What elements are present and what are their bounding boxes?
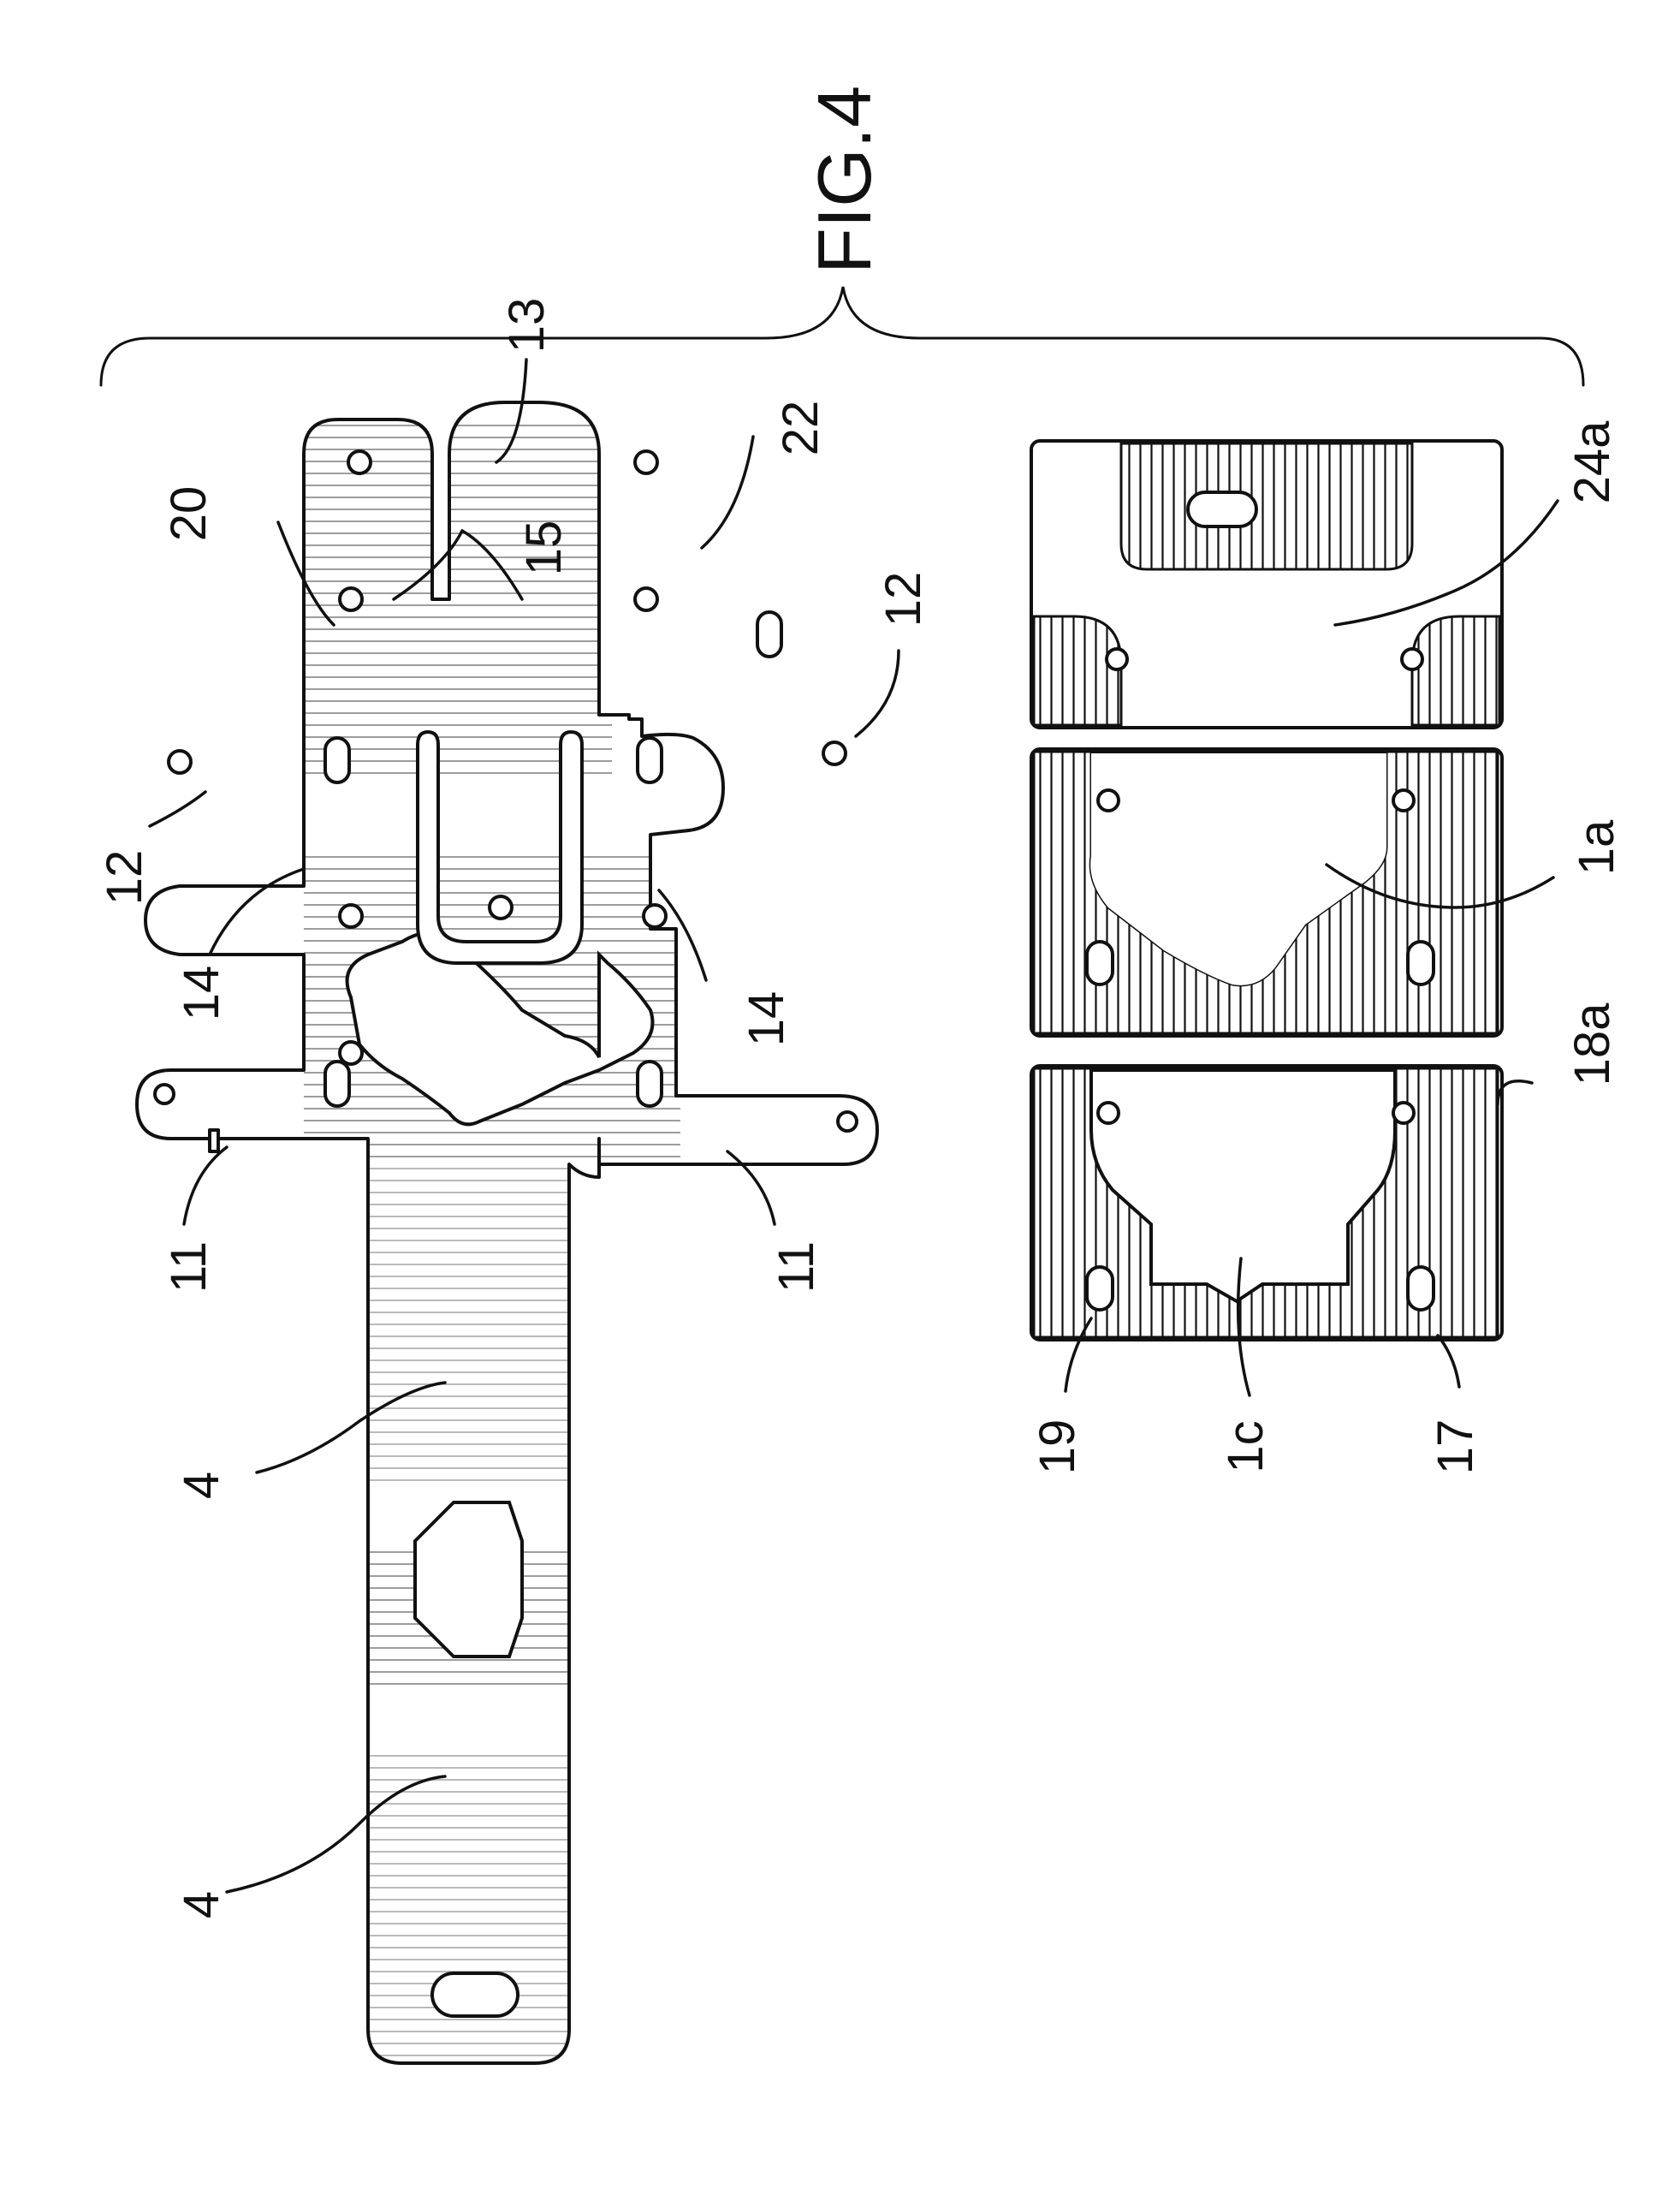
slot-hole (1087, 942, 1113, 985)
horizontal-hatching (304, 419, 680, 2063)
hexagonal-cutout (415, 1502, 522, 1657)
part-1a (1031, 749, 1502, 1036)
ref-15: 15 (516, 521, 572, 576)
part-24a-hatch-top (1121, 443, 1412, 569)
hole (1098, 1103, 1119, 1123)
ref-4-upper: 4 (174, 1472, 229, 1499)
leader-22 (702, 437, 753, 548)
part-1c (1031, 1066, 1502, 1340)
slot-hole (638, 1062, 662, 1106)
leader-12b (856, 651, 899, 736)
leader-12a (150, 792, 205, 826)
ref-4-lower: 4 (174, 1891, 229, 1918)
ref-12-left: 12 (97, 850, 152, 906)
ref-1a: 1a (1569, 819, 1624, 875)
slot-hole (638, 738, 662, 782)
dicing-cut-left (210, 1130, 218, 1151)
hole (1393, 1103, 1414, 1123)
hole (1402, 649, 1422, 669)
part-24a-hatch-left (1034, 616, 1121, 725)
slot-hole (757, 612, 781, 657)
hole (155, 1085, 174, 1103)
hole (490, 896, 512, 919)
hole (644, 905, 666, 927)
slot-hole (1087, 1267, 1113, 1310)
slot-hole (1408, 1267, 1434, 1310)
leader-11a (184, 1147, 227, 1224)
ref-18a: 18a (1564, 1002, 1620, 1086)
hole (838, 1112, 857, 1131)
grouping-brace (101, 287, 1583, 385)
ref-12-right: 12 (876, 572, 931, 628)
ref-1c: 1c (1218, 1420, 1273, 1472)
hole (1098, 790, 1119, 811)
lead-frame-main-part (137, 402, 877, 2063)
hole (348, 451, 371, 473)
hole (340, 905, 362, 927)
ref-24a: 24a (1564, 420, 1620, 504)
slot-hole (1408, 942, 1434, 985)
ref-11-right: 11 (769, 1241, 824, 1293)
ref-14-left: 14 (174, 966, 229, 1021)
hole (340, 1042, 362, 1064)
ref-19: 19 (1030, 1419, 1085, 1475)
hole (340, 588, 362, 610)
hole (823, 742, 846, 764)
ref-14-right: 14 (739, 991, 794, 1047)
leader-17 (1438, 1335, 1459, 1387)
hole (1393, 790, 1414, 811)
ref-22: 22 (773, 401, 828, 456)
hole (1107, 649, 1127, 669)
ref-20: 20 (161, 486, 217, 542)
slot-hole (325, 1062, 349, 1106)
ref-11-left: 11 (161, 1241, 217, 1293)
hole (635, 451, 657, 473)
part-24a-hatch-right (1412, 616, 1499, 725)
figure-title: FIG.4 (802, 86, 887, 274)
hole (635, 588, 657, 610)
hole (169, 751, 191, 773)
slot-hole (1188, 492, 1256, 526)
ref-17: 17 (1428, 1419, 1483, 1475)
ref-13: 13 (499, 298, 555, 354)
end-slot-hole (432, 1973, 518, 2016)
slot-hole (325, 738, 349, 782)
